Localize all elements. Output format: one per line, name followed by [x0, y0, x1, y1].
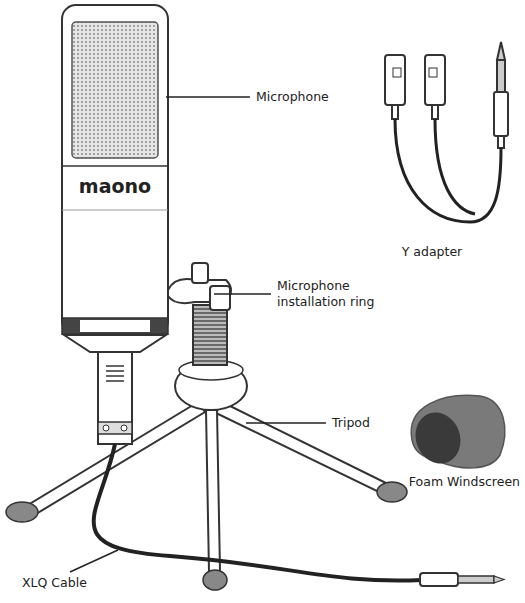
- brand-logo: maono: [79, 178, 151, 194]
- part-label: Microphone: [256, 89, 329, 105]
- part-label: Y adapter: [402, 244, 463, 260]
- part-label: Foam Windscreen: [409, 474, 520, 490]
- part-label: XLQ Cable: [22, 575, 87, 591]
- part-label: Microphone installation ring: [277, 278, 389, 310]
- part-label: Tripod: [332, 415, 370, 431]
